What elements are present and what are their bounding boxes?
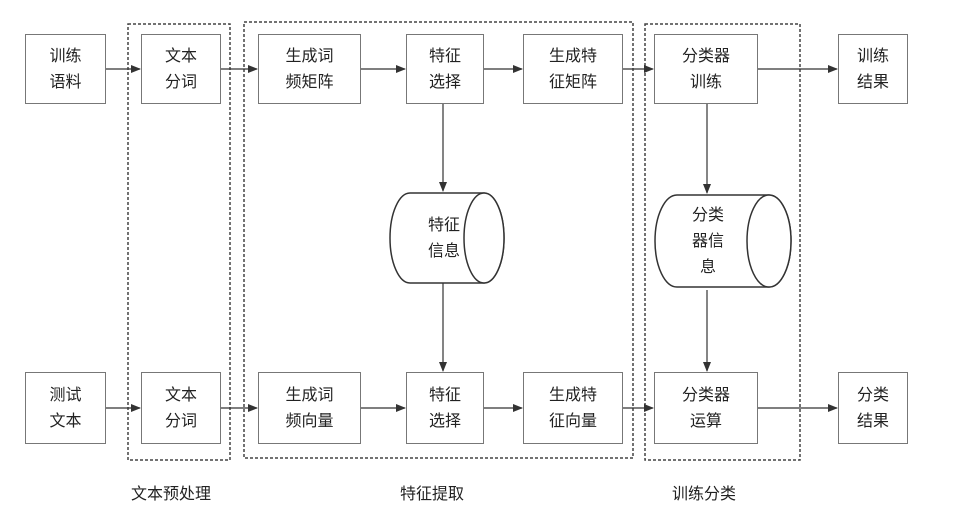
node-train-feature-select-line1: 特征 bbox=[428, 46, 461, 65]
node-train-feature-matrix-line1: 生成特 bbox=[548, 46, 597, 65]
group-label-train-classify: 训练分类 bbox=[672, 484, 737, 503]
node-classifier-train: 分类器 训练 bbox=[654, 34, 758, 104]
node-classifier-run-line1: 分类器 bbox=[681, 385, 730, 404]
group-frame-feature-extract bbox=[243, 21, 634, 459]
node-train-corpus-line2: 语料 bbox=[49, 72, 82, 91]
node-test-feature-vector-line2: 征向量 bbox=[548, 411, 597, 430]
node-train-segment-line2: 分词 bbox=[164, 72, 197, 91]
feature-info-cylinder bbox=[389, 192, 505, 284]
classifier-info-line3: 息 bbox=[699, 257, 716, 276]
node-classify-result-line1: 分类 bbox=[856, 385, 889, 404]
node-train-term-matrix-line2: 频矩阵 bbox=[285, 72, 334, 91]
node-train-result: 训练 结果 bbox=[838, 34, 908, 104]
classifier-info-label: 分类 器信 息 bbox=[670, 195, 746, 287]
node-train-corpus: 训练 语料 bbox=[25, 34, 106, 104]
node-train-feature-matrix: 生成特 征矩阵 bbox=[523, 34, 623, 104]
feature-info-label: 特征 信息 bbox=[405, 193, 483, 283]
node-train-result-line2: 结果 bbox=[856, 72, 889, 91]
node-classifier-run: 分类器 运算 bbox=[654, 372, 758, 444]
node-train-segment: 文本 分词 bbox=[141, 34, 221, 104]
node-classifier-run-line2: 运算 bbox=[689, 411, 722, 430]
node-test-feature-vector: 生成特 征向量 bbox=[523, 372, 623, 444]
classifier-info-line1: 分类 bbox=[691, 205, 724, 224]
node-test-feature-select-line1: 特征 bbox=[428, 385, 461, 404]
node-test-segment-line2: 分词 bbox=[164, 411, 197, 430]
node-test-segment-line1: 文本 bbox=[164, 385, 197, 404]
node-train-corpus-line1: 训练 bbox=[49, 46, 82, 65]
group-label-preprocess: 文本预处理 bbox=[131, 484, 212, 503]
node-test-segment: 文本 分词 bbox=[141, 372, 221, 444]
node-classifier-train-line2: 训练 bbox=[689, 72, 722, 91]
node-train-segment-line1: 文本 bbox=[164, 46, 197, 65]
classifier-info-line2: 器信 bbox=[691, 231, 724, 250]
node-train-result-line1: 训练 bbox=[856, 46, 889, 65]
feature-info-line2: 信息 bbox=[427, 241, 460, 260]
node-test-text: 测试 文本 bbox=[25, 372, 106, 444]
feature-info-line1: 特征 bbox=[427, 215, 460, 234]
node-classify-result: 分类 结果 bbox=[838, 372, 908, 444]
node-classify-result-line2: 结果 bbox=[856, 411, 889, 430]
node-test-term-vector-line2: 频向量 bbox=[285, 411, 334, 430]
classifier-info-cylinder bbox=[654, 194, 792, 288]
node-train-term-matrix: 生成词 频矩阵 bbox=[258, 34, 361, 104]
node-train-term-matrix-line1: 生成词 bbox=[285, 46, 334, 65]
group-label-feature-extract: 特征提取 bbox=[400, 484, 465, 503]
node-train-feature-matrix-line2: 征矩阵 bbox=[548, 72, 597, 91]
node-train-feature-select-line2: 选择 bbox=[428, 72, 461, 91]
group-frame-preprocess bbox=[127, 23, 231, 461]
node-test-text-line1: 测试 bbox=[49, 385, 82, 404]
node-test-feature-select: 特征 选择 bbox=[406, 372, 484, 444]
node-train-feature-select: 特征 选择 bbox=[406, 34, 484, 104]
node-test-term-vector-line1: 生成词 bbox=[285, 385, 334, 404]
node-test-feature-vector-line1: 生成特 bbox=[548, 385, 597, 404]
node-test-term-vector: 生成词 频向量 bbox=[258, 372, 361, 444]
node-classifier-train-line1: 分类器 bbox=[681, 46, 730, 65]
node-test-feature-select-line2: 选择 bbox=[428, 411, 461, 430]
node-test-text-line2: 文本 bbox=[49, 411, 82, 430]
group-frame-train-classify bbox=[644, 23, 801, 461]
